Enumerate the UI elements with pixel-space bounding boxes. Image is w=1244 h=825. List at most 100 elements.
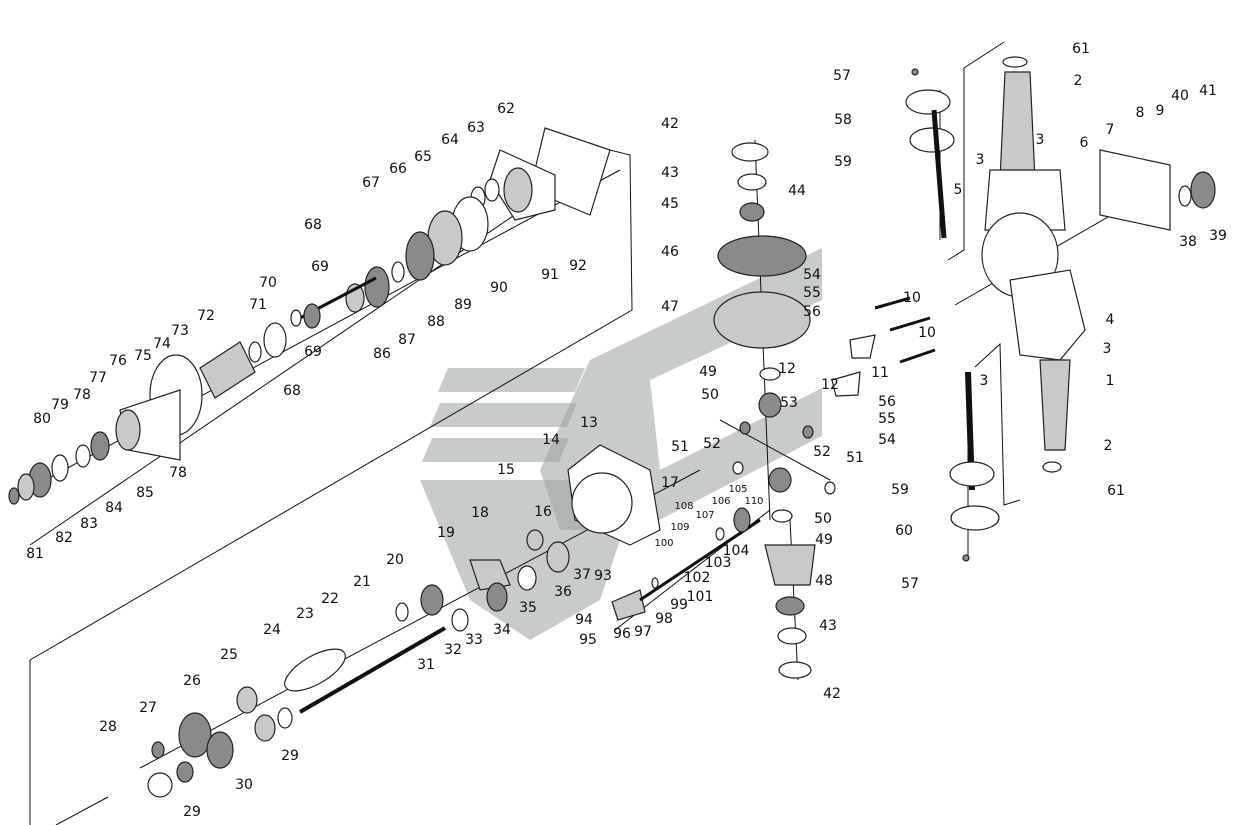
part-label-12: 12: [821, 377, 839, 393]
part-label-70: 70: [259, 275, 277, 291]
part-label-55: 55: [803, 285, 821, 301]
part-label-102: 102: [684, 570, 711, 586]
part-label-55: 55: [878, 411, 896, 427]
part-label-3: 3: [1036, 132, 1045, 148]
part-label-37: 37: [573, 567, 591, 583]
part-label-103: 103: [705, 555, 732, 571]
part-label-52: 52: [813, 444, 831, 460]
part-label-66: 66: [389, 161, 407, 177]
part-label-43: 43: [661, 165, 679, 181]
part-label-50: 50: [701, 387, 719, 403]
part-label-16: 16: [534, 504, 552, 520]
part-label-24: 24: [263, 622, 281, 638]
part-label-43: 43: [819, 618, 837, 634]
part-label-12: 12: [778, 361, 796, 377]
part-label-29: 29: [183, 804, 201, 820]
part-label-54: 54: [878, 432, 896, 448]
part-label-51: 51: [671, 439, 689, 455]
part-label-94: 94: [575, 612, 593, 628]
part-label-29: 29: [281, 748, 299, 764]
part-label-106: 106: [711, 496, 730, 507]
part-label-34: 34: [493, 622, 511, 638]
part-label-57: 57: [901, 576, 919, 592]
part-label-27: 27: [139, 700, 157, 716]
part-label-69: 69: [304, 344, 322, 360]
part-label-98: 98: [655, 611, 673, 627]
part-label-48: 48: [815, 573, 833, 589]
part-label-80: 80: [33, 411, 51, 427]
differential-parts: [713, 142, 936, 679]
part-label-109: 109: [670, 522, 689, 533]
part-label-42: 42: [823, 686, 841, 702]
part-label-74: 74: [153, 336, 171, 352]
part-label-110: 110: [744, 496, 763, 507]
part-label-69: 69: [311, 259, 329, 275]
part-label-35: 35: [519, 600, 537, 616]
part-label-15: 15: [497, 462, 515, 478]
part-label-21: 21: [353, 574, 371, 590]
part-label-51: 51: [846, 450, 864, 466]
part-label-23: 23: [296, 606, 314, 622]
part-label-76: 76: [109, 353, 127, 369]
part-label-39: 39: [1209, 228, 1227, 244]
part-label-33: 33: [465, 632, 483, 648]
part-label-61: 61: [1072, 41, 1090, 57]
part-label-10: 10: [918, 325, 936, 341]
part-label-2: 2: [1074, 73, 1083, 89]
part-label-63: 63: [467, 120, 485, 136]
part-label-42: 42: [661, 116, 679, 132]
part-label-108: 108: [674, 501, 693, 512]
part-label-31: 31: [417, 657, 435, 673]
part-label-30: 30: [235, 777, 253, 793]
axle-housing: [905, 56, 1216, 562]
part-label-52: 52: [703, 436, 721, 452]
part-label-58: 58: [834, 112, 852, 128]
part-label-90: 90: [490, 280, 508, 296]
shift-fork-parts: [611, 507, 761, 621]
part-label-46: 46: [661, 244, 679, 260]
part-label-92: 92: [569, 258, 587, 274]
part-label-45: 45: [661, 196, 679, 212]
part-label-5: 5: [954, 182, 963, 198]
part-label-72: 72: [197, 308, 215, 324]
part-label-3: 3: [1103, 341, 1112, 357]
part-label-105: 105: [728, 484, 747, 495]
part-label-88: 88: [427, 314, 445, 330]
part-label-50: 50: [814, 511, 832, 527]
part-label-8: 8: [1136, 105, 1145, 121]
part-label-25: 25: [220, 647, 238, 663]
part-label-64: 64: [441, 132, 459, 148]
gearbox-housing: [147, 444, 661, 798]
part-label-85: 85: [136, 485, 154, 501]
part-label-53: 53: [780, 395, 798, 411]
part-label-2: 2: [1104, 438, 1113, 454]
part-label-19: 19: [437, 525, 455, 541]
part-label-17: 17: [661, 475, 679, 491]
part-label-38: 38: [1179, 234, 1197, 250]
part-label-62: 62: [497, 101, 515, 117]
part-label-78: 78: [169, 465, 187, 481]
part-label-101: 101: [687, 589, 714, 605]
part-label-44: 44: [788, 183, 806, 199]
part-label-87: 87: [398, 332, 416, 348]
part-label-78: 78: [73, 387, 91, 403]
part-label-77: 77: [89, 370, 107, 386]
part-label-65: 65: [414, 149, 432, 165]
part-label-4: 4: [1106, 312, 1115, 328]
part-label-20: 20: [386, 552, 404, 568]
part-label-32: 32: [444, 642, 462, 658]
part-label-71: 71: [249, 297, 267, 313]
part-label-97: 97: [634, 624, 652, 640]
part-label-10: 10: [903, 290, 921, 306]
part-label-95: 95: [579, 632, 597, 648]
part-label-36: 36: [554, 584, 572, 600]
part-label-13: 13: [580, 415, 598, 431]
part-label-22: 22: [321, 591, 339, 607]
input-housing-parts: [8, 127, 611, 505]
part-label-3: 3: [980, 373, 989, 389]
part-label-107: 107: [695, 510, 714, 521]
part-label-59: 59: [891, 482, 909, 498]
part-label-40: 40: [1171, 88, 1189, 104]
part-label-91: 91: [541, 267, 559, 283]
